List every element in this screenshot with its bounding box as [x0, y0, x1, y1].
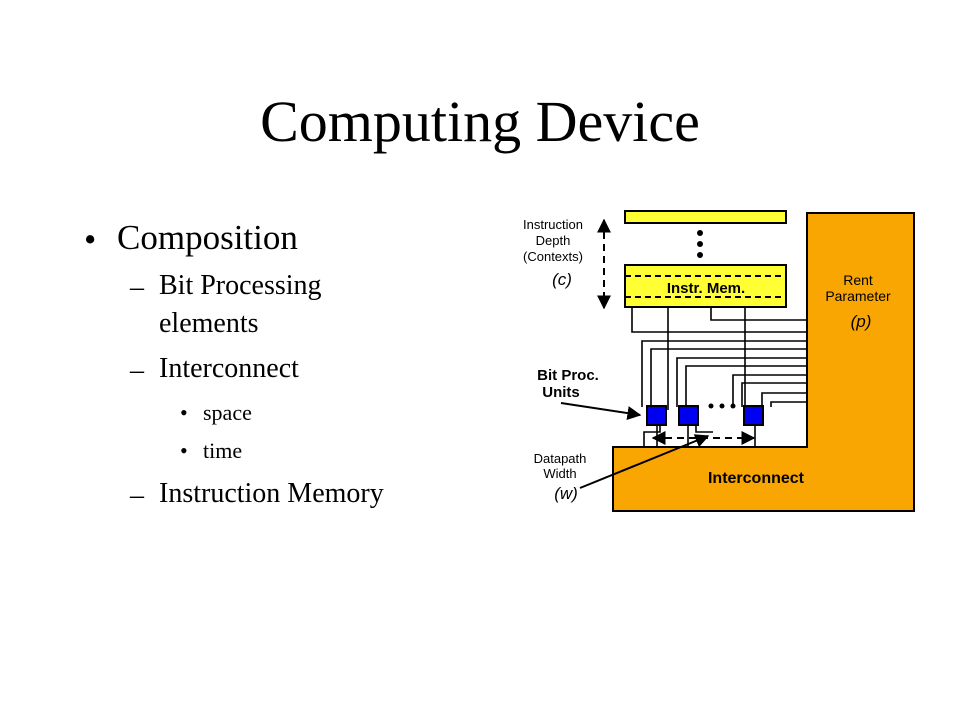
- bullet-composition: Composition: [117, 218, 298, 257]
- instr-mem-label: Instr. Mem.: [667, 280, 745, 297]
- instr-mem-block: [624, 264, 787, 308]
- unit-ellipsis-dot: [730, 403, 736, 409]
- rent-parameter-label-2: Parameter: [825, 288, 891, 304]
- datapath-label-1: Datapath: [534, 451, 587, 466]
- bullet-bit-processing: Bit Processing: [159, 270, 322, 301]
- bullet-space: space: [203, 400, 252, 425]
- interconnect-block: [612, 212, 915, 512]
- bit-proc-pointer: [560, 402, 642, 421]
- instruction-depth-label-1: Instruction: [523, 217, 583, 232]
- bullet-dot: •: [180, 400, 188, 425]
- context-ellipsis-dot: [697, 252, 703, 258]
- bullet-instruction-memory: Instruction Memory: [159, 478, 384, 509]
- unit-ellipsis-dot: [708, 403, 714, 409]
- interconnect-label: Interconnect: [708, 470, 805, 487]
- rent-symbol: (p): [851, 312, 872, 331]
- bit-proc-label-1: Bit Proc.: [537, 367, 599, 384]
- context-ellipsis-dot: [697, 241, 703, 247]
- depth-symbol: (c): [552, 270, 572, 289]
- dash-mark: –: [130, 272, 144, 303]
- bit-proc-unit: [646, 405, 667, 426]
- dash-mark: –: [130, 355, 144, 386]
- instr-mem-context-top: [624, 210, 787, 224]
- instruction-depth-label-2: Depth: [536, 233, 571, 248]
- datapath-label-2: Width: [543, 466, 576, 481]
- dash-mark: –: [130, 480, 144, 511]
- bullet-dot: •: [180, 438, 188, 463]
- width-symbol: (w): [554, 484, 578, 503]
- context-ellipsis-dot: [697, 230, 703, 236]
- bit-proc-unit: [678, 405, 699, 426]
- bit-proc-unit: [743, 405, 764, 426]
- bullet-interconnect: Interconnect: [159, 353, 299, 384]
- bullet-dot: •: [84, 220, 97, 259]
- datapath-pointer: [579, 434, 710, 489]
- interconnect-wires: [641, 340, 807, 447]
- slide-title: Computing Device: [260, 89, 700, 154]
- bit-proc-label-2: Units: [542, 384, 580, 401]
- bullet-time: time: [203, 438, 243, 463]
- bullet-bit-processing-cont: elements: [159, 308, 259, 339]
- instruction-depth-label-3: (Contexts): [523, 249, 583, 264]
- unit-ellipsis-dot: [719, 403, 725, 409]
- rent-parameter-label-1: Rent: [843, 272, 873, 288]
